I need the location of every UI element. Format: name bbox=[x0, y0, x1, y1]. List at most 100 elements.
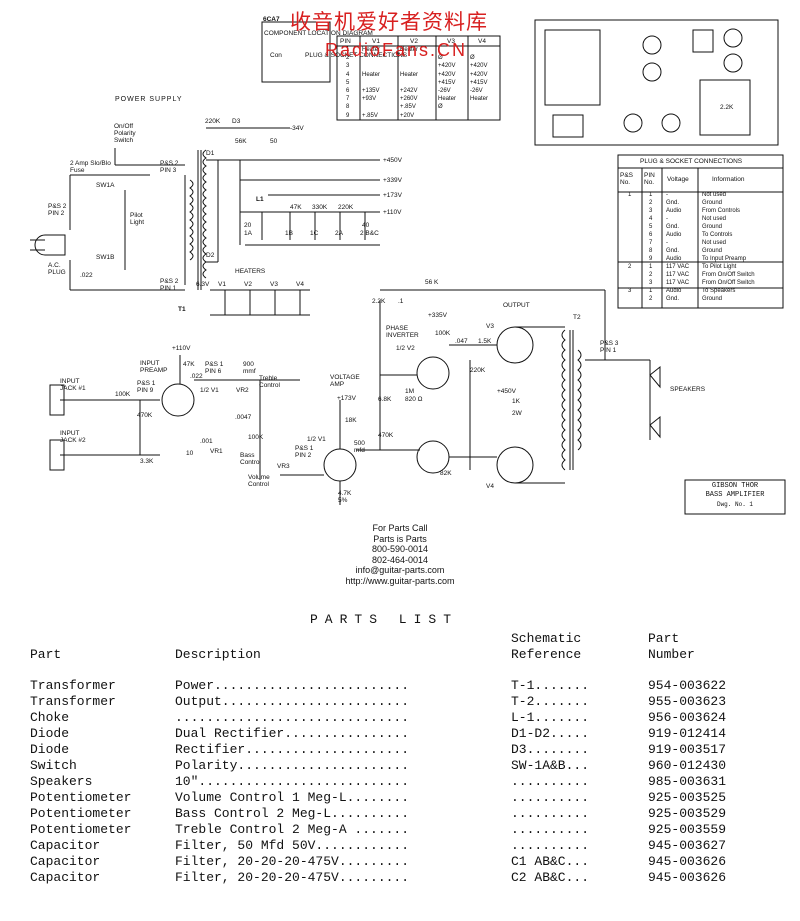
col-num-header-1: Part bbox=[648, 631, 680, 646]
plug-cell: 2 bbox=[649, 272, 653, 278]
plug-cell: Not used bbox=[702, 240, 727, 246]
r47k-pa: 47K bbox=[183, 361, 195, 368]
plug-cell: To Pilot Light bbox=[702, 264, 737, 270]
v3-out: V3 bbox=[486, 323, 494, 330]
h-v4: V4 bbox=[296, 281, 304, 288]
network-box bbox=[261, 21, 331, 83]
part-description: Bass Control 2 Meg-L.......... bbox=[175, 806, 410, 821]
network-d2: PLUG & SOCKET CONNECTIONS bbox=[305, 52, 408, 59]
v173-label: +173V bbox=[383, 192, 402, 199]
voltage-cell: +260V bbox=[400, 96, 418, 103]
v110-label: +110V bbox=[383, 209, 402, 216]
voltage-cell: Ø bbox=[438, 104, 443, 111]
voltage-cell: +.85V bbox=[400, 104, 416, 111]
schematic-reference: T-1....... bbox=[511, 678, 590, 693]
plug-cell: Ground bbox=[702, 296, 723, 302]
contact-line: For Parts Call bbox=[372, 523, 428, 533]
plug-cell: Ground bbox=[702, 248, 723, 254]
volume-control-label: Volume Control bbox=[248, 474, 270, 488]
schematic-reference: .......... bbox=[511, 838, 590, 853]
plug-cell: Not used bbox=[702, 216, 727, 222]
c0047-pa: .0047 bbox=[235, 414, 252, 421]
plug-cell: Gnd. bbox=[666, 248, 680, 254]
h-v2: V2 bbox=[244, 281, 252, 288]
plug-h-info: Information bbox=[712, 176, 745, 183]
v4-out: V4 bbox=[486, 483, 494, 490]
part-name: Capacitor bbox=[30, 870, 101, 885]
part-description: 10"........................... bbox=[175, 774, 410, 789]
part-description: Treble Control 2 Meg-A ....... bbox=[175, 822, 410, 837]
voltage-cell: 5 bbox=[346, 79, 350, 86]
part-description: Dual Rectifier................ bbox=[175, 726, 410, 741]
r18k-va: 18K bbox=[345, 417, 357, 424]
plug-h-voltage: Voltage bbox=[667, 176, 689, 183]
part-number: 955-003623 bbox=[648, 694, 727, 709]
plug-cell: - bbox=[666, 192, 668, 198]
d1-label: D1 bbox=[206, 150, 215, 157]
cl-t2: 2.2K bbox=[720, 104, 734, 111]
plug-cell: From On/Off Switch bbox=[702, 272, 755, 278]
c20-a: 20 bbox=[244, 222, 252, 229]
t1-label: T1 bbox=[178, 306, 186, 313]
r68k-va: 6.8K bbox=[378, 396, 392, 403]
tube-v1a bbox=[161, 383, 195, 417]
r100k-j1: 100K bbox=[115, 391, 131, 398]
contact-line: Parts is Parts bbox=[373, 533, 427, 544]
r15k-a: 1.5K bbox=[478, 338, 492, 345]
voltage-cell: +135V bbox=[362, 88, 380, 94]
part-number: 985-003631 bbox=[648, 774, 727, 789]
ps2-pin3-label: P&S 2 PIN 3 bbox=[160, 160, 179, 174]
plug-h-ps: P&S No. bbox=[620, 172, 634, 186]
contact-phone-1: 800-590-0014 bbox=[371, 544, 429, 554]
voltage-cell: +242V bbox=[400, 88, 418, 94]
sw1b-label: SW1B bbox=[96, 254, 115, 261]
vt-h-pin: PIN bbox=[340, 38, 351, 45]
part-description: .............................. bbox=[175, 710, 410, 725]
c500-va: 500 mfd bbox=[354, 440, 365, 454]
plug-cell: Ground bbox=[702, 224, 723, 230]
vr1-label: VR1 bbox=[210, 448, 223, 455]
v450-label: +450V bbox=[383, 157, 402, 164]
h-v1: V1 bbox=[218, 281, 226, 288]
phase-inverter-label: PHASE INVERTER bbox=[386, 325, 419, 339]
vt-h-v1: V1 bbox=[372, 38, 380, 45]
c022-pa: .022 bbox=[190, 373, 203, 380]
r82k-out: 82K bbox=[440, 470, 452, 477]
voltage-cell: 2 bbox=[346, 55, 350, 62]
part-number: 960-012430 bbox=[648, 758, 727, 773]
r220k-out: 220K bbox=[470, 367, 486, 374]
plug-cell: Not used bbox=[702, 192, 727, 198]
sw1a-label: SW1A bbox=[96, 182, 115, 189]
plug-cell: 3 bbox=[628, 288, 632, 294]
v335-label: +335V bbox=[428, 312, 447, 319]
table-row: Choke..............................L-1..… bbox=[30, 710, 768, 726]
plug-h-pin: PIN No. bbox=[644, 172, 655, 186]
vr3-label: VR3 bbox=[277, 463, 290, 470]
plug-cell: 3 bbox=[649, 280, 653, 286]
schematic-reference: L-1....... bbox=[511, 710, 590, 725]
r2w-out: 2W bbox=[512, 410, 522, 417]
col-desc-header: Description bbox=[175, 647, 261, 662]
h-v3: V3 bbox=[270, 281, 278, 288]
part-name: Potentiometer bbox=[30, 790, 132, 805]
half-v1-va: 1/2 V1 bbox=[307, 436, 326, 443]
voltage-cell: 6 bbox=[346, 88, 350, 94]
part-name: Diode bbox=[30, 742, 70, 757]
half-v1-pa: 1/2 V1 bbox=[200, 387, 219, 394]
ps2-pin1-label: P&S 2 PIN 1 bbox=[160, 278, 179, 292]
part-number: 945-003627 bbox=[648, 838, 727, 853]
plug-cell: From On/Off Switch bbox=[702, 280, 755, 286]
c047-pi: .047 bbox=[455, 338, 468, 345]
part-description: Volume Control 1 Meg-L........ bbox=[175, 790, 410, 805]
table-row: Potentiometer Volume Control 1 Meg-L.....… bbox=[30, 790, 768, 806]
plug-cell: 117 VAC bbox=[666, 264, 690, 270]
plug-cell: 1 bbox=[649, 288, 653, 294]
part-name: Potentiometer bbox=[30, 806, 132, 821]
table-row: Potentiometer Bass Control 2 Meg-L.......… bbox=[30, 806, 768, 822]
part-name: Speakers bbox=[30, 774, 93, 789]
part-description: Filter, 50 Mfd 50V............ bbox=[175, 838, 410, 853]
part-description: Power......................... bbox=[175, 678, 410, 693]
part-name: Transformer bbox=[30, 678, 116, 693]
